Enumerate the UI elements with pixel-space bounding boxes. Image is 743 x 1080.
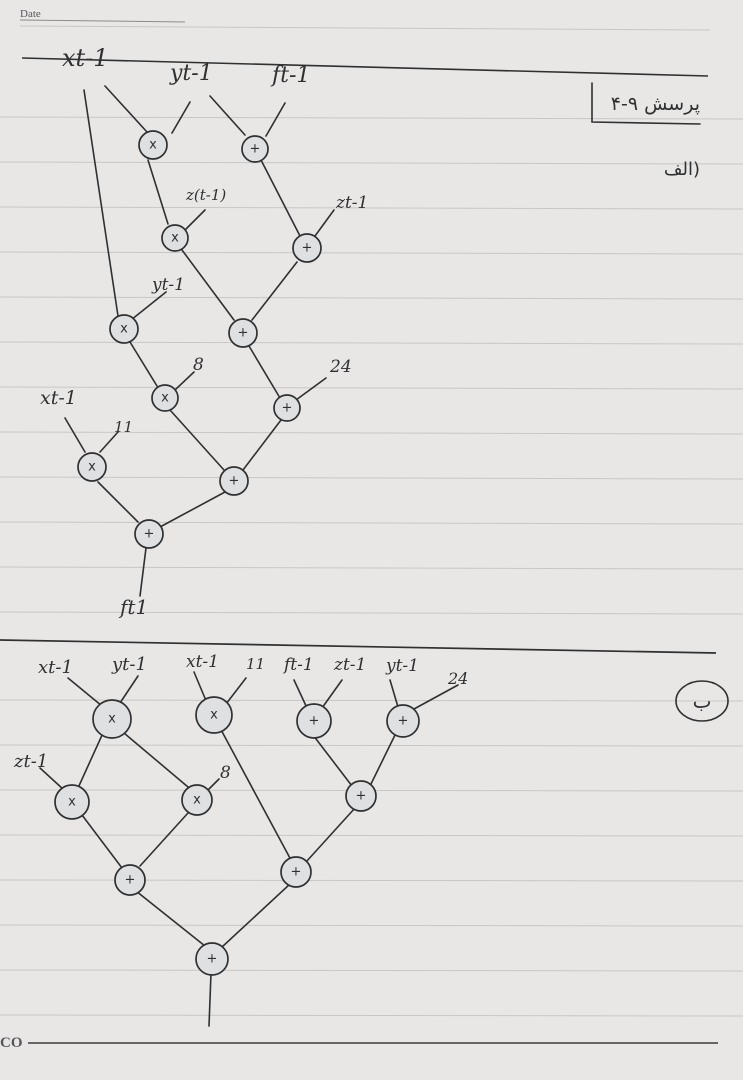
const-11: 11: [114, 418, 133, 436]
section-b-node-4: +: [386, 704, 420, 738]
section-b-node-3: +: [296, 703, 332, 739]
input-x-t1: xt-1: [62, 44, 109, 72]
multiply-op: x: [193, 793, 201, 808]
part-b-label: ب: [693, 689, 712, 713]
input-x-t1-second: xt-1: [186, 652, 219, 672]
input-y-t1: yt-1: [111, 654, 147, 675]
add-op: +: [250, 142, 261, 157]
notebook-rules: [0, 25, 743, 1017]
add-op: +: [207, 952, 218, 967]
multiply-op: x: [120, 322, 128, 337]
section-a-node-8: +: [273, 394, 301, 422]
const-8: 8: [220, 763, 231, 783]
section-b-node-9: +: [280, 856, 312, 888]
add-op: +: [282, 401, 293, 416]
section-a-node-9: +: [219, 466, 249, 496]
date-label: Date: [20, 8, 41, 20]
section-b: ب x x + + x: [13, 652, 729, 1027]
add-op: +: [356, 789, 367, 804]
header-divider: [21, 57, 709, 77]
multiply-op: x: [149, 138, 157, 153]
add-op: +: [125, 873, 136, 888]
corner-mark: CO: [0, 1035, 23, 1051]
section-b-node-10: +: [195, 942, 229, 976]
multiply-op: x: [161, 391, 169, 406]
multiply-op: x: [210, 708, 218, 723]
multiply-op: x: [108, 712, 116, 727]
const-8: 8: [193, 355, 204, 375]
add-op: +: [291, 865, 302, 880]
section-b-node-5: x: [54, 784, 90, 820]
input-f-t1: ft-1: [270, 63, 310, 88]
input-z-paren: z(t-1): [185, 186, 226, 204]
question-title-box: [591, 82, 701, 125]
input-f-t1: ft-1: [282, 655, 314, 675]
question-title: پرسش ۹-۴: [611, 93, 700, 115]
section-a-node-4: +: [292, 233, 322, 263]
section-a-wires: [64, 85, 335, 597]
input-x-t1-second: xt-1: [40, 387, 77, 409]
section-b-node-1: x: [92, 699, 132, 739]
section-a-node-11: +: [134, 519, 164, 549]
output-f: ft1: [118, 595, 148, 619]
part-b-circle: [675, 680, 729, 722]
section-a-node-2: +: [241, 135, 269, 163]
input-z-t1: zt-1: [335, 193, 368, 213]
const-24: 24: [329, 357, 352, 377]
input-z-t1: zt-1: [333, 655, 366, 675]
multiply-op: x: [68, 795, 76, 810]
add-op: +: [229, 474, 240, 489]
add-op: +: [144, 527, 155, 542]
const-11: 11: [246, 655, 265, 673]
multiply-op: x: [171, 231, 179, 246]
section-a-node-10: x: [77, 452, 107, 482]
section-a-node-3: x: [161, 224, 189, 252]
add-op: +: [302, 241, 313, 256]
const-24: 24: [447, 669, 468, 688]
section-a-node-5: x: [109, 314, 139, 344]
input-y-t1-second: yt-1: [385, 656, 419, 676]
section-divider: [0, 639, 717, 654]
input-y-t1: yt-1: [169, 61, 213, 86]
input-z-t1-left: zt-1: [13, 751, 48, 772]
part-a-label: الف): [664, 159, 700, 180]
section-b-node-7: +: [345, 780, 377, 812]
section-a-node-1: x: [138, 130, 168, 160]
section-b-node-2: x: [195, 696, 233, 734]
section-a-node-7: x: [151, 384, 179, 412]
multiply-op: x: [88, 460, 96, 475]
section-b-node-6: x: [181, 784, 213, 816]
input-x-t1: xt-1: [38, 657, 73, 678]
section-a: پرسش ۹-۴ الف): [40, 44, 701, 619]
date-underline: [19, 19, 186, 23]
section-b-wires: [39, 671, 459, 1027]
section-b-node-8: +: [114, 864, 146, 896]
add-op: +: [398, 714, 409, 729]
input-y-t1-second: yt-1: [151, 275, 185, 295]
section-a-node-6: +: [228, 318, 258, 348]
add-op: +: [309, 714, 320, 729]
add-op: +: [238, 326, 249, 341]
